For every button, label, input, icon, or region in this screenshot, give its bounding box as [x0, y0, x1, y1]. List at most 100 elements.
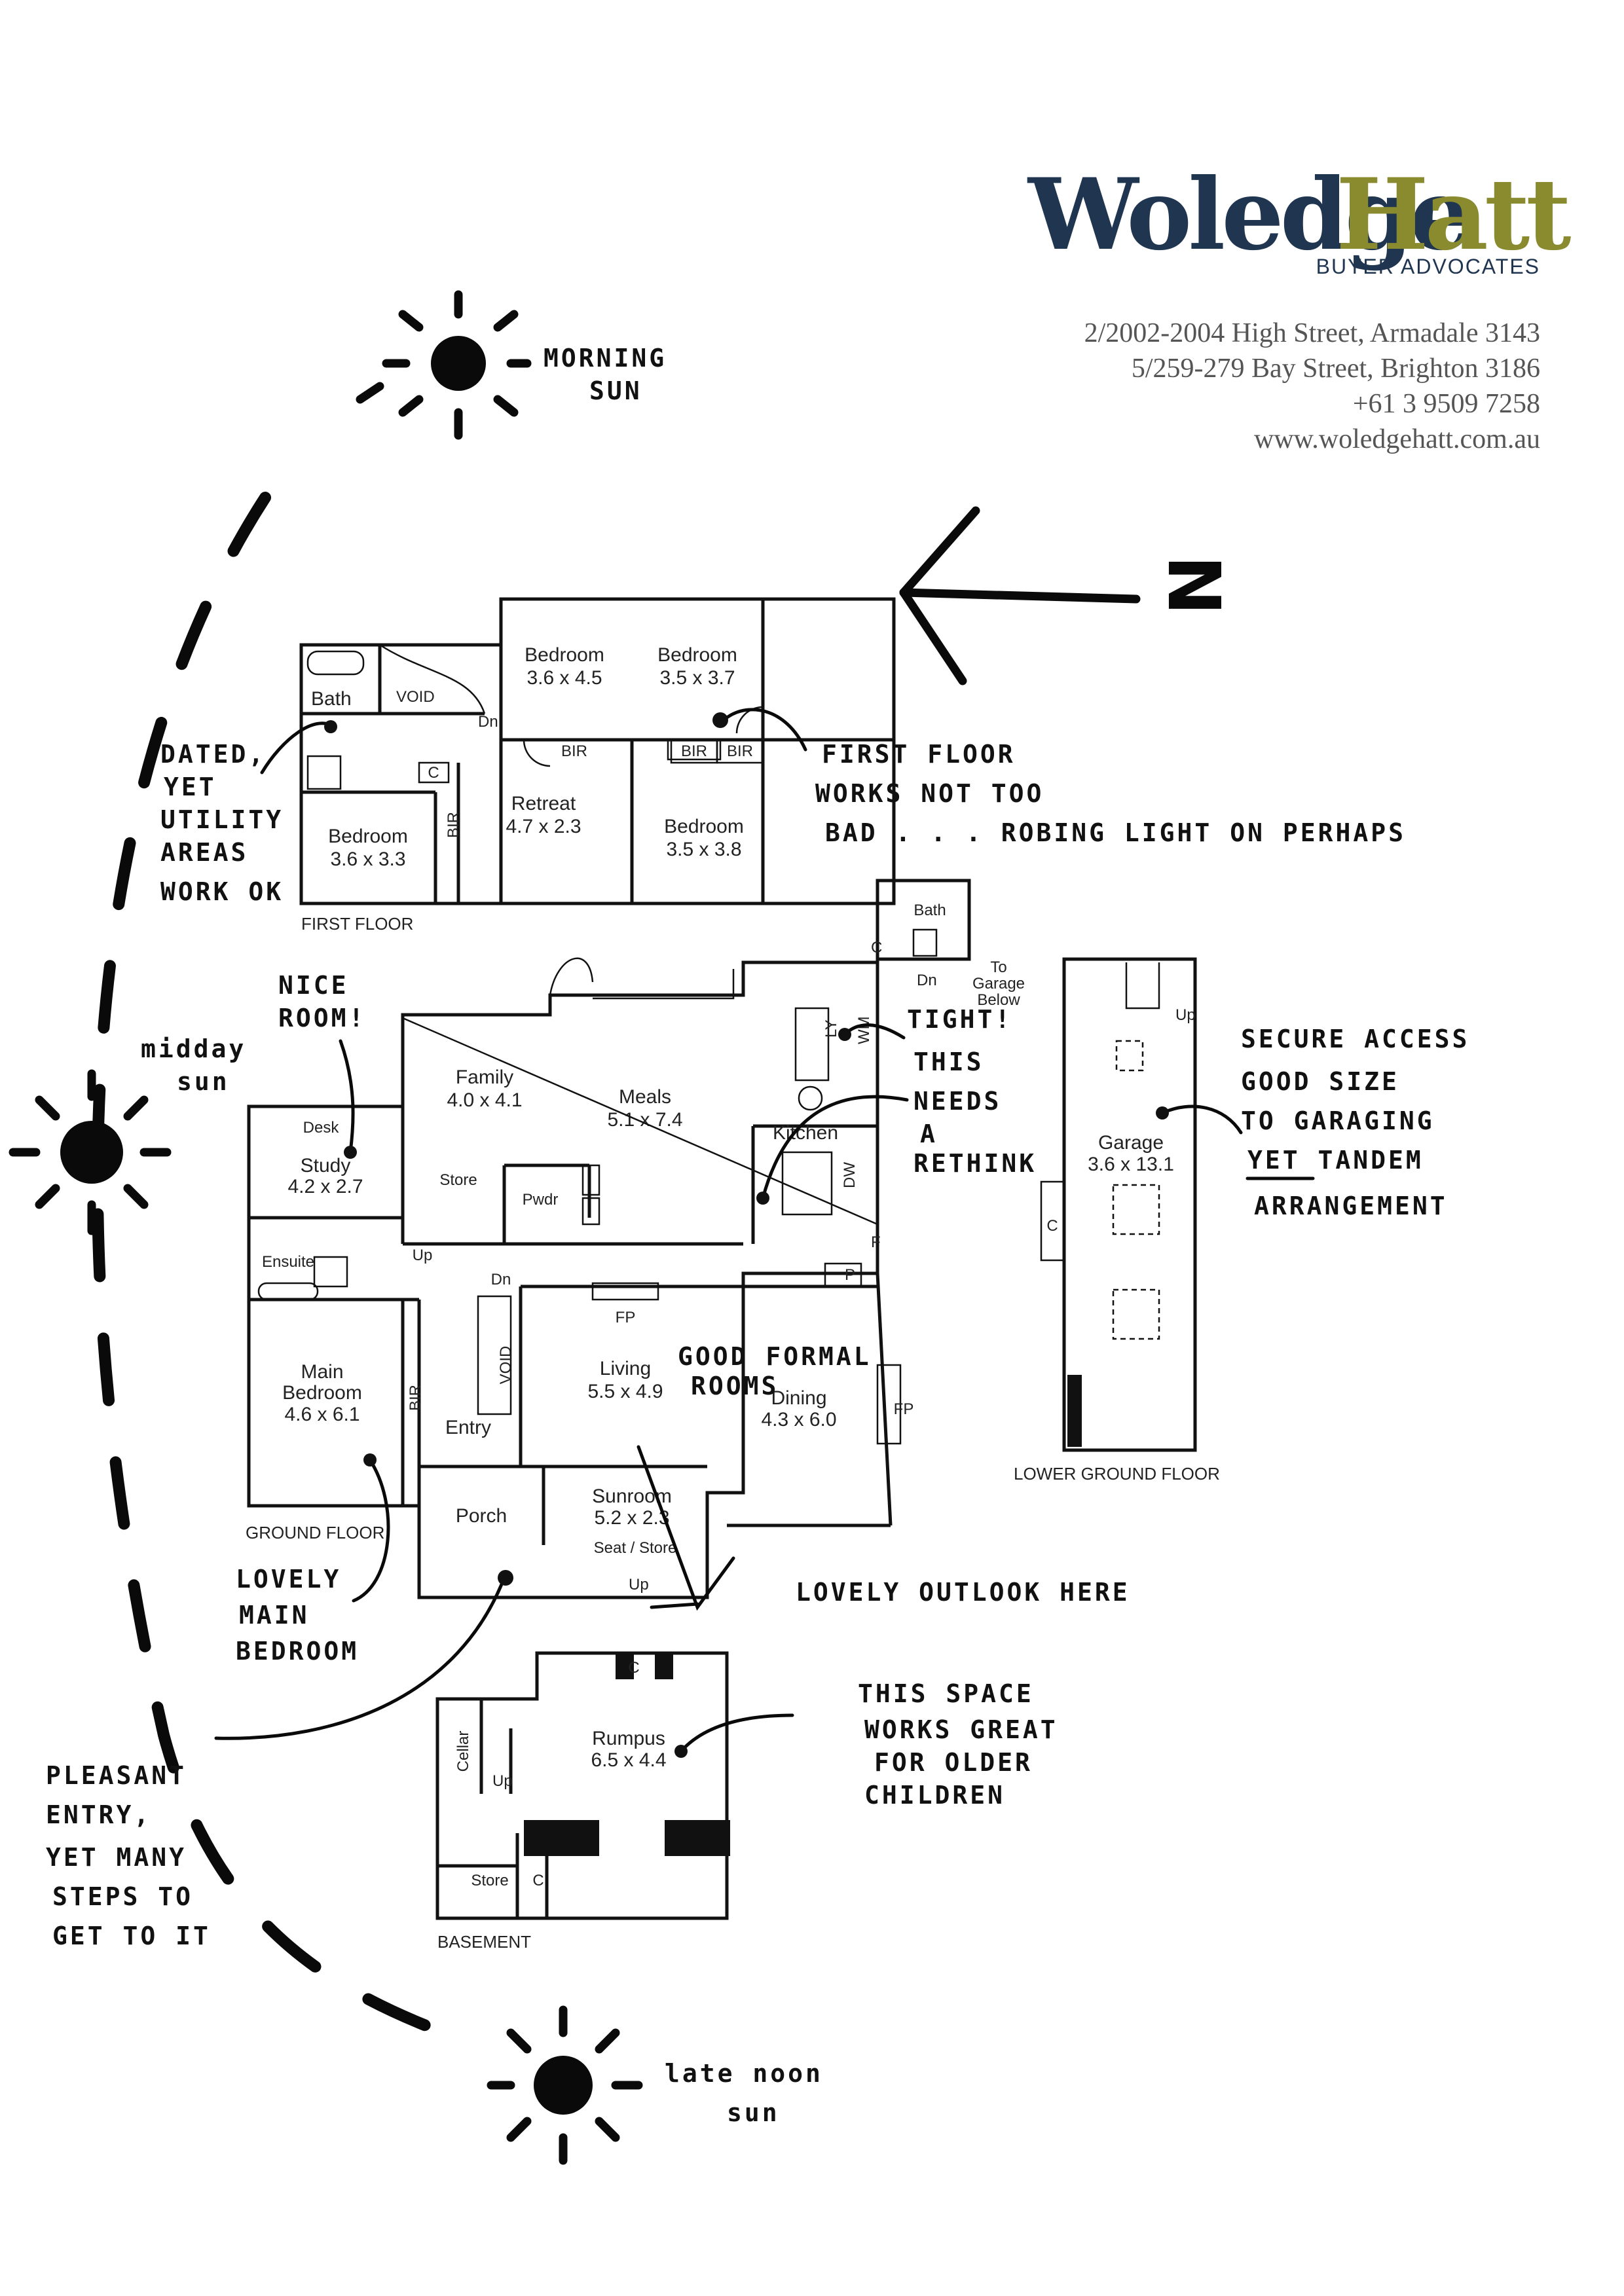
annotation-secure-line2: GOOD SIZE: [1241, 1067, 1399, 1096]
basement-store-label: Store: [471, 1872, 508, 1889]
first-retreat-size: 4.7 x 2.3: [506, 816, 581, 837]
cellar-label: Cellar: [454, 1731, 472, 1772]
ground-dn-label: Dn: [491, 1271, 511, 1288]
annotation-pleasant: PLEASANT ENTRY, YET MANY STEPS TO GET TO…: [46, 1570, 513, 1950]
ground-study-size: 4.2 x 2.7: [287, 1176, 363, 1197]
basement-c1-label: C: [532, 1872, 544, 1889]
annotation-morning-sun-2: SUN: [589, 376, 642, 405]
ground-porch-label: Porch: [456, 1505, 507, 1527]
ground-main-bed-name2: Bedroom: [282, 1382, 362, 1404]
company-logo: Woledge Hatt BUYER ADVOCATES: [1027, 157, 1575, 278]
rumpus-size: 6.5 x 4.4: [591, 1749, 666, 1771]
ground-kitchen-label: Kitchen: [773, 1122, 838, 1144]
ground-f-label: F: [871, 1233, 881, 1251]
annotation-this-space-line1: THIS SPACE: [858, 1679, 1034, 1708]
office-addresses: 2/2002-2004 High Street, Armadale 3143 5…: [1084, 318, 1540, 454]
ground-dn2-label: Dn: [917, 972, 937, 989]
ground-sunroom-size: 5.2 x 2.3: [594, 1507, 669, 1529]
ground-desk-label: Desk: [303, 1119, 340, 1137]
annotation-first-floor-line3: BAD . . . ROBING LIGHT ON PERHAPS: [825, 818, 1406, 847]
first-c-label: C: [428, 764, 439, 782]
morning-sun-icon: [356, 290, 532, 440]
annotation-first-floor-line2: WORKS NOT TOO: [815, 779, 1044, 808]
ground-main-bed-name1: Main: [301, 1361, 343, 1383]
basement-up-label: Up: [492, 1772, 513, 1790]
ground-bir-label: BIR: [407, 1385, 424, 1411]
annotation-tight-line4: A: [920, 1120, 938, 1148]
phone-number: +61 3 9509 7258: [1353, 389, 1540, 419]
annotation-good-formal: GOOD FORMAL ROOMS: [678, 1342, 869, 1400]
to-garage-line3: Below: [977, 991, 1020, 1009]
first-bir3-label: BIR: [727, 742, 753, 760]
annotation-midday-sun-2: sun: [177, 1067, 230, 1096]
annotation-tight-line5: RETHINK: [913, 1149, 1037, 1178]
ground-family-name: Family: [456, 1066, 513, 1088]
late-noon-sun-icon: [487, 2005, 643, 2165]
ground-dining-name: Dining: [771, 1387, 826, 1409]
first-dn-label: Dn: [478, 713, 498, 731]
annotation-good-formal-line2: ROOMS: [691, 1372, 779, 1400]
ground-up2-label: Up: [629, 1576, 649, 1594]
garage-name: Garage: [1098, 1132, 1164, 1154]
logo-word-hatt: Hatt: [1336, 157, 1571, 272]
north-label: N: [1154, 555, 1238, 615]
annotation-lovely-main-line1: LOVELY: [236, 1565, 341, 1594]
annotation-dated-line5: WORK OK: [160, 877, 284, 906]
annotation-tight: TIGHT! THIS NEEDS A RETHINK: [402, 1005, 1037, 1226]
annotation-nice-room-line2: ROOM!: [278, 1004, 366, 1032]
annotation-first-floor-line1: FIRST FLOOR: [822, 740, 1016, 769]
first-bedroom3-name: Bedroom: [328, 826, 408, 847]
annotation-lovely-main-line2: MAIN: [239, 1601, 310, 1630]
annotation-late-noon-sun-2: sun: [727, 2098, 780, 2127]
annotation-lovely-main-line3: BEDROOM: [236, 1637, 359, 1666]
annotation-pleasant-line4: STEPS TO: [52, 1882, 193, 1911]
first-floor-title: FIRST FLOOR: [301, 914, 413, 934]
ground-ensuite-label: Ensuite: [262, 1253, 314, 1271]
annotation-tight-line3: NEEDS: [913, 1087, 1001, 1116]
north-arrow-icon: N: [899, 506, 1238, 685]
ground-living-size: 5.5 x 4.9: [587, 1381, 663, 1402]
annotation-this-space-line3: FOR OLDER: [874, 1748, 1033, 1777]
annotation-lovely-outlook-line1: LOVELY OUTLOOK HERE: [796, 1578, 1130, 1607]
annotation-tight-line2: THIS: [913, 1048, 984, 1076]
annotation-nice-room: NICE ROOM!: [278, 971, 366, 1159]
annotation-morning-sun-1: MORNING: [544, 344, 667, 373]
ground-ly-label: LY: [822, 1019, 840, 1038]
first-bedroom1-name: Bedroom: [525, 644, 604, 666]
annotation-secure-line3: TO GARAGING: [1241, 1106, 1435, 1135]
first-bedroom1-size: 3.6 x 4.5: [526, 667, 602, 689]
ground-store-label: Store: [439, 1171, 477, 1189]
first-bath-label: Bath: [311, 688, 352, 710]
annotation-this-space-line4: CHILDREN: [864, 1781, 1005, 1810]
ground-up-label: Up: [413, 1247, 433, 1264]
first-bir2-label: BIR: [681, 742, 707, 760]
first-bedroom4-name: Bedroom: [664, 816, 744, 837]
garage-c-label: C: [1046, 1217, 1058, 1235]
annotation-late-noon-sun-1: late noon: [665, 2059, 823, 2088]
ground-dining-size: 4.3 x 6.0: [761, 1409, 836, 1430]
annotation-pleasant-line1: PLEASANT: [46, 1761, 187, 1790]
ground-floor-title: GROUND FLOOR: [246, 1523, 384, 1542]
to-garage-line2: Garage: [972, 975, 1025, 993]
annotation-first-floor: FIRST FLOOR WORKS NOT TOO BAD . . . ROBI…: [712, 708, 1406, 847]
ground-fp1-label: FP: [616, 1309, 636, 1326]
ground-c-label: C: [871, 939, 882, 957]
first-bedroom2-size: 3.5 x 3.7: [659, 667, 735, 689]
annotation-pleasant-line2: ENTRY,: [46, 1800, 151, 1829]
annotation-lovely-main: LOVELY MAIN BEDROOM: [236, 1453, 390, 1666]
annotation-secure-line1: SECURE ACCESS: [1241, 1025, 1469, 1053]
to-garage-line1: To: [990, 958, 1006, 976]
basement-c2-label: C: [628, 1659, 639, 1677]
ground-living-name: Living: [600, 1358, 651, 1379]
annotation-secure: SECURE ACCESS GOOD SIZE TO GARAGING YET …: [1156, 1025, 1469, 1220]
garage-size: 3.6 x 13.1: [1088, 1154, 1174, 1175]
address-line-brighton: 5/259-279 Bay Street, Brighton 3186: [1132, 354, 1540, 384]
first-bedroom3-size: 3.6 x 3.3: [330, 848, 405, 870]
annotation-dated-line3: UTILITY: [160, 805, 284, 834]
first-bedroom2-name: Bedroom: [657, 644, 737, 666]
annotation-this-space: THIS SPACE WORKS GREAT FOR OLDER CHILDRE…: [674, 1679, 1056, 1810]
first-bir-vertical-label: BIR: [445, 812, 462, 838]
annotation-dated-line1: DATED,: [160, 740, 266, 769]
lower-ground-floor-title: LOWER GROUND FLOOR: [1014, 1464, 1220, 1484]
ground-void-label: VOID: [497, 1346, 515, 1385]
